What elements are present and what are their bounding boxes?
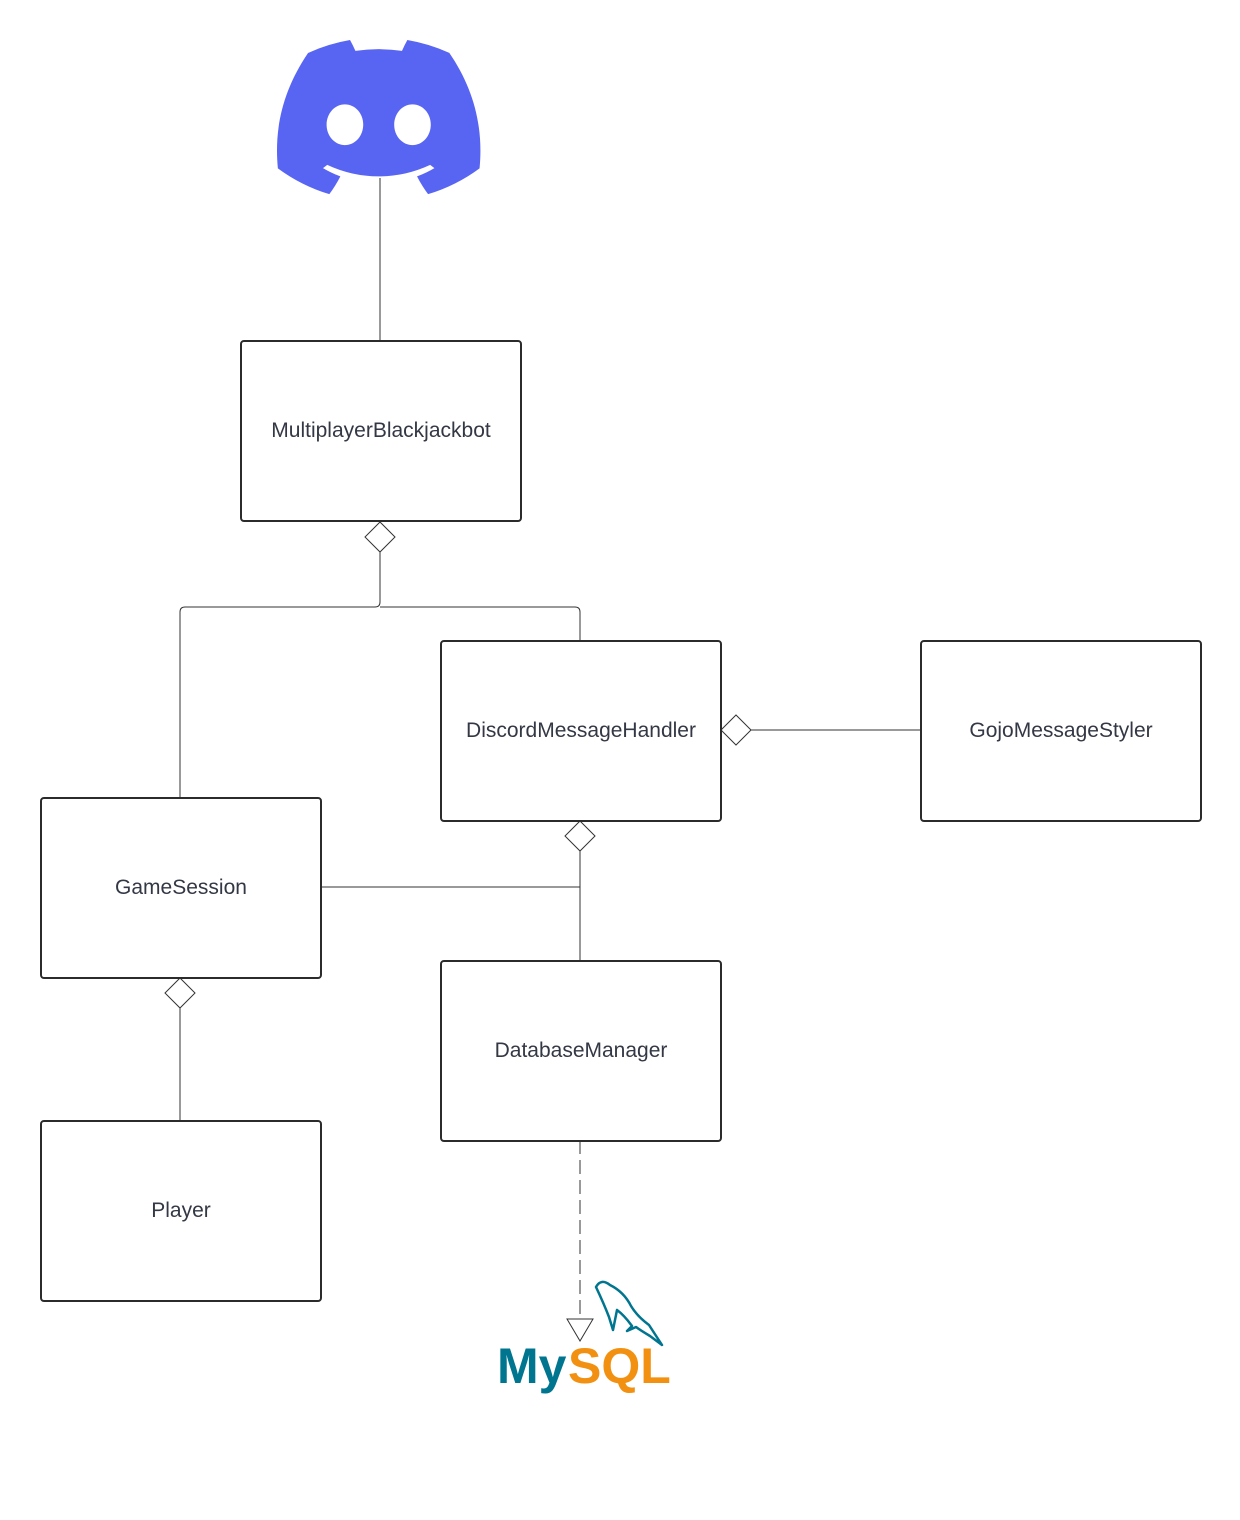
class-box-database-manager[interactable]: DatabaseManager xyxy=(440,960,722,1142)
class-box-gojo-message-styler[interactable]: GojoMessageStyler xyxy=(920,640,1202,822)
realization-arrowhead xyxy=(566,1318,594,1342)
mysql-wordmark-my: My xyxy=(497,1338,567,1394)
mysql-trademark: TM xyxy=(654,1378,664,1385)
session-aggregation-diamond xyxy=(164,977,196,1009)
mysql-dolphin-icon xyxy=(594,1280,664,1347)
class-name-label: MultiplayerBlackjackbot xyxy=(271,419,491,442)
class-name-label: DiscordMessageHandler xyxy=(466,719,696,742)
class-box-game-session[interactable]: GameSession xyxy=(40,797,322,979)
class-name-label: Player xyxy=(151,1199,211,1222)
class-box-multiplayer-blackjackbot[interactable]: MultiplayerBlackjackbot xyxy=(240,340,522,522)
bot-to-handler-line xyxy=(380,606,581,640)
class-box-player[interactable]: Player xyxy=(40,1120,322,1302)
connector-lines xyxy=(179,178,920,1320)
handler-right-aggregation-diamond xyxy=(720,714,752,746)
aggregation-diamonds xyxy=(164,521,752,1009)
discord-logo-icon xyxy=(277,40,481,195)
class-name-label: GojoMessageStyler xyxy=(969,719,1153,742)
mysql-wordmark-sql: SQL xyxy=(568,1338,671,1394)
handler-bottom-aggregation-diamond xyxy=(564,820,596,852)
class-name-label: GameSession xyxy=(115,876,247,899)
bot-aggregation-line xyxy=(179,552,381,797)
discord-logo-shape xyxy=(277,40,481,195)
class-box-discord-message-handler[interactable]: DiscordMessageHandler xyxy=(440,640,722,822)
class-name-label: DatabaseManager xyxy=(494,1039,668,1062)
mysql-logo-icon: My SQL TM xyxy=(497,1280,671,1394)
bot-aggregation-diamond xyxy=(364,521,396,553)
